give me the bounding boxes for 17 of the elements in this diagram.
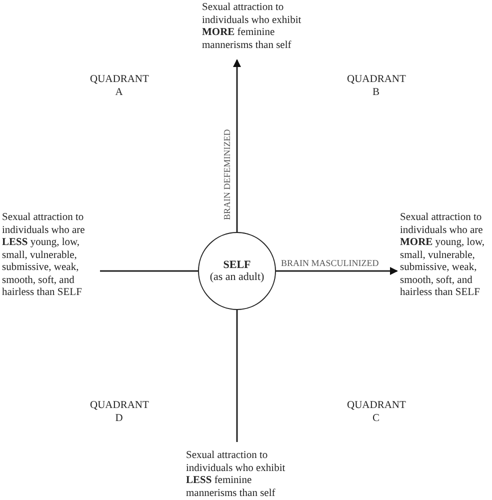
- description-text: Sexual attraction to individuals who exhibit LESS feminine mannerisms than self: [186, 450, 286, 500]
- edge-label: BRAIN DEFEMINIZED: [222, 129, 232, 220]
- quadrant-label: QUADRANT D: [90, 400, 148, 425]
- quadrant-label: QUADRANT C: [347, 400, 405, 425]
- edge-label: BRAIN MASCULINIZED: [281, 258, 379, 268]
- arrow: [276, 267, 398, 275]
- arrow: [233, 59, 241, 232]
- circle-node: [198, 232, 276, 310]
- description-text: Sexual attraction to individuals who are LESS young, low, small, vulnerable, submissive, weak, smooth, soft, and hairless than SELF: [2, 212, 86, 300]
- connector-line: [236, 310, 238, 442]
- node-subtitle: (as an adult): [210, 271, 264, 284]
- quadrant-label: QUADRANT A: [90, 74, 148, 99]
- description-text: Sexual attraction to individuals who are MORE young, low, small, vulnerable, submissive, weak, smooth, soft, and hairless than SELF: [400, 212, 486, 300]
- quadrant-label: QUADRANT B: [347, 74, 405, 99]
- description-text: Sexual attraction to individuals who exhibit MORE feminine mannerisms than self: [202, 2, 302, 52]
- connector-line: [100, 270, 198, 272]
- node-title: SELF: [223, 258, 251, 271]
